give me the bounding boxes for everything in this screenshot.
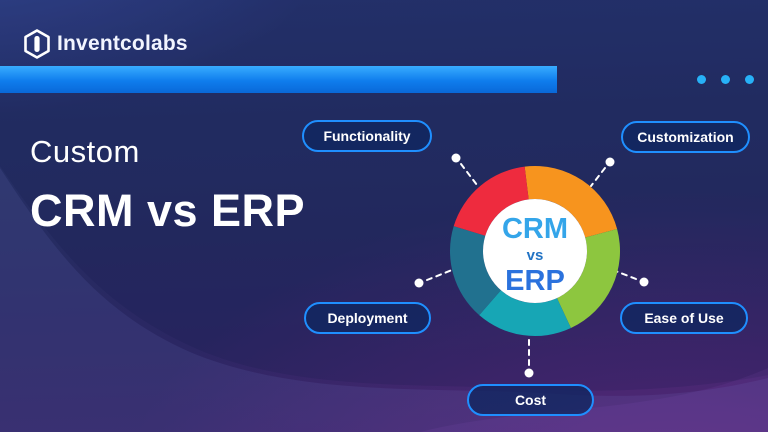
- accent-bar: [0, 66, 557, 93]
- pill-functionality[interactable]: Functionality: [302, 120, 432, 152]
- brand-logo[interactable]: Inventcolabs: [24, 29, 188, 59]
- dots-decoration: [697, 75, 754, 84]
- donut-segment-deployment: [450, 226, 501, 316]
- pill-customization[interactable]: Customization: [621, 121, 750, 153]
- connector-deployment: [426, 269, 453, 281]
- background-purple-wave: [420, 368, 768, 432]
- brand-name: Inventcolabs: [57, 32, 188, 55]
- background-light-wave: [0, 168, 768, 432]
- connector-dot-functionality: [451, 153, 461, 163]
- pill-functionality-label: Functionality: [323, 128, 411, 144]
- dot-icon: [745, 75, 754, 84]
- title-line-crm-vs-erp: CRM vs ERP: [30, 185, 306, 236]
- center-label-vs: vs: [527, 247, 544, 264]
- connector-customization: [590, 167, 606, 187]
- title-line-custom: Custom: [30, 134, 140, 169]
- pill-ease-of-use[interactable]: Ease of Use: [620, 302, 748, 334]
- donut-segment-customization: [524, 166, 618, 238]
- donut-segment-ease-of-use: [556, 229, 620, 329]
- center-label-crm: CRM: [502, 213, 568, 245]
- connector-dot-cost: [524, 368, 534, 378]
- connector-dot-customization: [605, 157, 615, 167]
- pill-ease-of-use-label: Ease of Use: [644, 310, 724, 326]
- pill-cost[interactable]: Cost: [467, 384, 594, 416]
- donut-segment-cost: [479, 290, 571, 336]
- donut-center-circle: [483, 199, 587, 303]
- pill-deployment-label: Deployment: [327, 310, 408, 326]
- connector-dot-deployment: [414, 278, 424, 288]
- donut-segments: [450, 166, 620, 336]
- connector-functionality: [460, 163, 478, 186]
- dot-icon: [697, 75, 706, 84]
- center-label-erp: ERP: [505, 265, 565, 297]
- pill-customization-label: Customization: [637, 129, 734, 145]
- connectors: [414, 153, 649, 378]
- connector-dot-ease-of-use: [639, 277, 649, 287]
- donut-segment-functionality: [453, 166, 529, 236]
- dot-icon: [721, 75, 730, 84]
- pill-deployment[interactable]: Deployment: [304, 302, 431, 334]
- hexagon-i-icon: [24, 29, 50, 59]
- page-title: Custom CRM vs ERP: [30, 134, 305, 237]
- pill-cost-label: Cost: [514, 392, 547, 408]
